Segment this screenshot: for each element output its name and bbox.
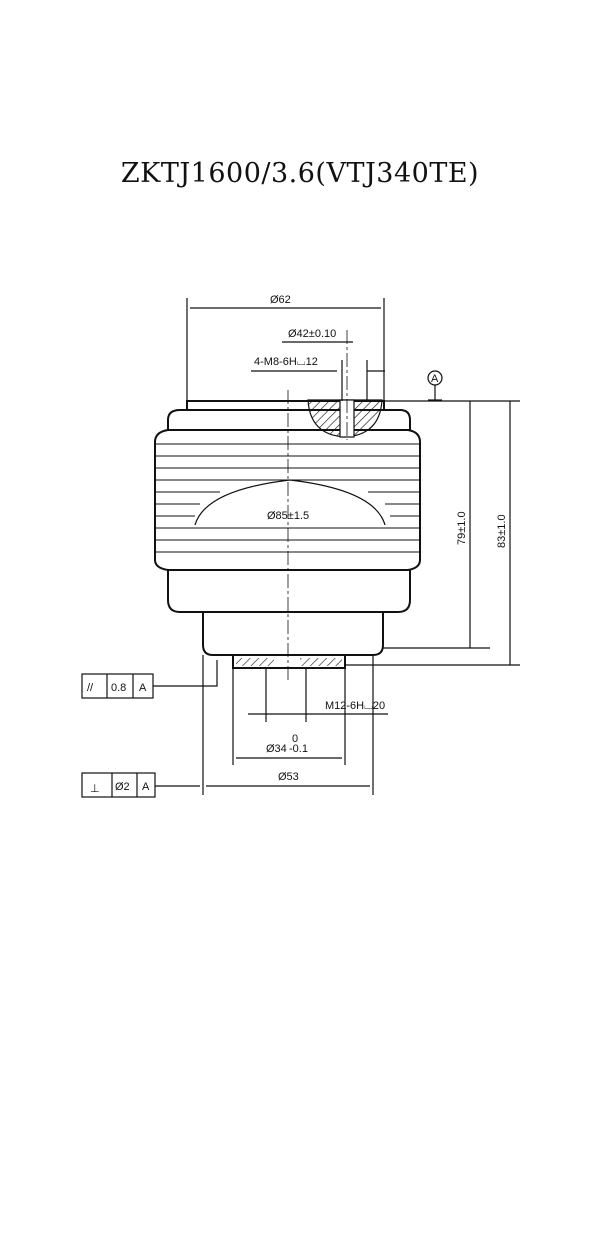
- dim-height-inner: 79±1.0: [456, 511, 468, 545]
- parallelism-frame: // 0.8 A: [81, 660, 218, 699]
- perpendicularity-symbol: ⊥: [90, 783, 100, 795]
- dim-bottom-diameter: Ø53: [278, 771, 299, 783]
- perpendicularity-datum: A: [142, 781, 150, 793]
- parallelism-datum: A: [139, 682, 147, 694]
- dim-body-diameter: Ø85±1.5: [267, 510, 309, 522]
- parallelism-value: 0.8: [111, 682, 126, 694]
- dim-top-diameter: Ø62: [270, 294, 291, 306]
- perpendicularity-value: Ø2: [115, 781, 130, 793]
- tol-upper: 0: [292, 733, 298, 745]
- datum-label: A: [431, 373, 439, 385]
- dim-bottom-thread: M12-6H⌴20: [325, 700, 385, 712]
- bottom-dimensions: M12-6H⌴20 Ø34 0 -0.1 Ø53: [202, 655, 388, 795]
- interrupter-body: [154, 399, 421, 669]
- height-dimensions: 79±1.0 83±1.0: [345, 401, 520, 666]
- dim-bolt-circle: Ø42±0.10: [288, 328, 336, 340]
- perpendicularity-frame: ⊥ Ø2 A: [81, 772, 200, 798]
- tol-lower: -0.1: [289, 743, 308, 755]
- top-dimensions: A Ø62 Ø42±0.10 4-M8-6H⌴12 Ø85±1.5: [186, 294, 520, 522]
- svg-text:Ø34: Ø34: [266, 743, 287, 755]
- drawing-title: ZKTJ1600/3.6(VTJ340TE): [120, 158, 480, 189]
- center-lines: [287, 330, 348, 680]
- parallelism-symbol: //: [87, 682, 94, 694]
- dim-top-thread: 4-M8-6H⌴12: [254, 356, 318, 368]
- dim-height-outer: 83±1.0: [496, 514, 508, 548]
- ribs: [155, 443, 420, 553]
